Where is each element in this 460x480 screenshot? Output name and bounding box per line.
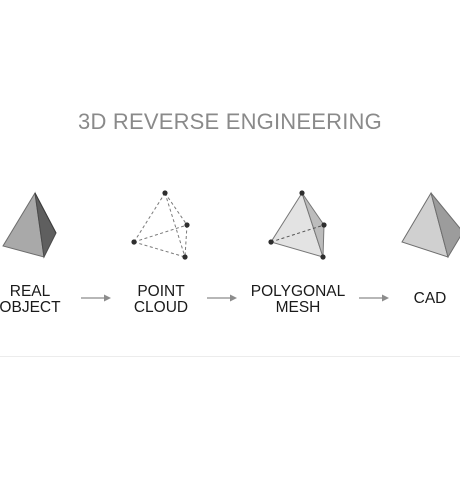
right-arrow-icon	[81, 294, 111, 302]
stage-label-polygonal-mesh: POLYGONAL MESH	[250, 283, 346, 316]
stage-label-real-object: REAL OBJECT	[0, 283, 61, 316]
point-marker	[182, 254, 188, 260]
stage-label-cad: CAD	[413, 290, 447, 307]
mesh-vertex	[268, 239, 274, 245]
right-arrow-icon	[207, 294, 237, 302]
polygonal-mesh-icon	[268, 190, 327, 260]
right-arrow-icon	[359, 294, 389, 302]
mesh-vertex	[321, 222, 327, 228]
real-object-icon	[2, 191, 57, 259]
cad-model-icon	[401, 191, 460, 259]
divider-line	[0, 356, 460, 357]
point-cloud-icon	[131, 190, 190, 260]
point-marker	[184, 222, 190, 228]
diagram-title: 3D REVERSE ENGINEERING	[78, 109, 382, 134]
mesh-vertex	[299, 190, 305, 196]
point-marker	[162, 190, 168, 196]
point-marker	[131, 239, 137, 245]
mesh-vertex	[320, 254, 326, 260]
stage-label-point-cloud: POINT CLOUD	[133, 283, 189, 316]
